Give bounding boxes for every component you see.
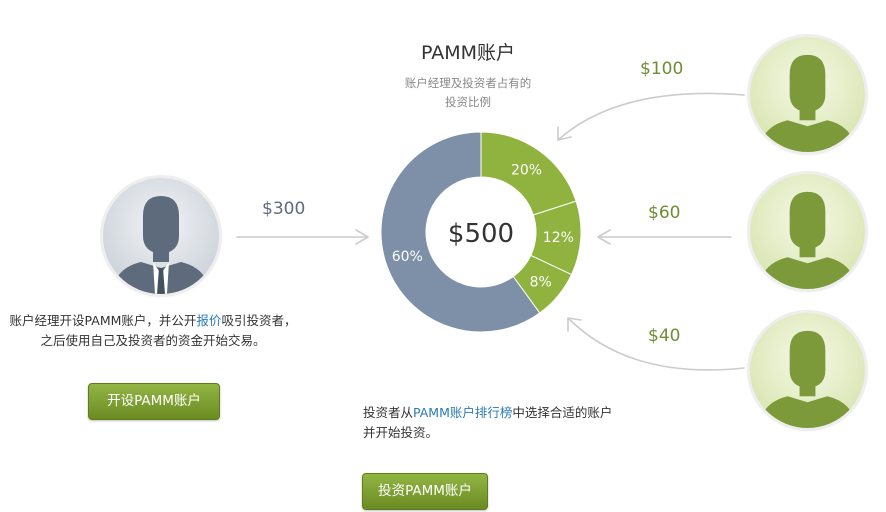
investor-avatar-2 [750,174,865,289]
manager-amount: $300 [262,199,306,219]
subtitle-line-1: 账户经理及投资者占有的 [404,76,532,90]
investor-amount-3: $40 [648,326,681,346]
quote-link[interactable]: 报价 [196,313,222,328]
donut-hole [426,177,536,287]
donut-total: $500 [448,219,514,249]
page-title: PAMM账户 [420,42,516,64]
investor-arrow-2-head [597,229,611,245]
investor-avatar-1 [750,37,865,152]
investor-icon [750,313,865,428]
investor-amount-1: $100 [640,59,684,79]
investor-arrow-1-head [557,126,572,141]
investor-icon [750,37,865,152]
investor-desc-pre: 投资者从 [363,405,414,420]
invest-pamm-button[interactable]: 投资PAMM账户 [362,473,488,510]
investor-description: 投资者从PAMM账户排行榜中选择合适的账户并开始投资。 [363,403,613,443]
businessman-icon [103,178,219,294]
manager-desc-post: 吸引投资者，之后使用自己及投资者的资金开始交易。 [40,313,297,348]
manager-avatar [103,178,219,294]
manager-desc-pre: 账户经理开设PAMM账户，并公开 [9,313,197,328]
donut-label-4: 8% [530,274,552,290]
page-subtitle: 账户经理及投资者占有的 投资比例 [375,74,561,112]
ranking-link[interactable]: PAMM账户排行榜 [413,405,513,420]
investor-amount-2: $60 [648,203,681,223]
investor-avatar-3 [750,313,865,428]
donut-label-1: 60% [392,249,423,265]
subtitle-line-2: 投资比例 [445,95,491,109]
investor-arrow-3 [567,317,745,371]
manager-arrow-head [355,229,369,245]
investor-desc-post: 中选择合适的账户并开始投资。 [363,405,613,440]
allocation-donut: $500 60% 20% 12% 8% [380,131,582,333]
donut-label-3: 12% [543,230,574,246]
investor-arrow-1 [557,92,745,141]
investor-icon [750,174,865,289]
donut-label-2: 20% [511,162,542,178]
manager-description: 账户经理开设PAMM账户，并公开报价吸引投资者，之后使用自己及投资者的资金开始交… [8,311,298,351]
investor-arrow-3-head [567,317,582,332]
open-pamm-button[interactable]: 开设PAMM账户 [88,383,220,420]
